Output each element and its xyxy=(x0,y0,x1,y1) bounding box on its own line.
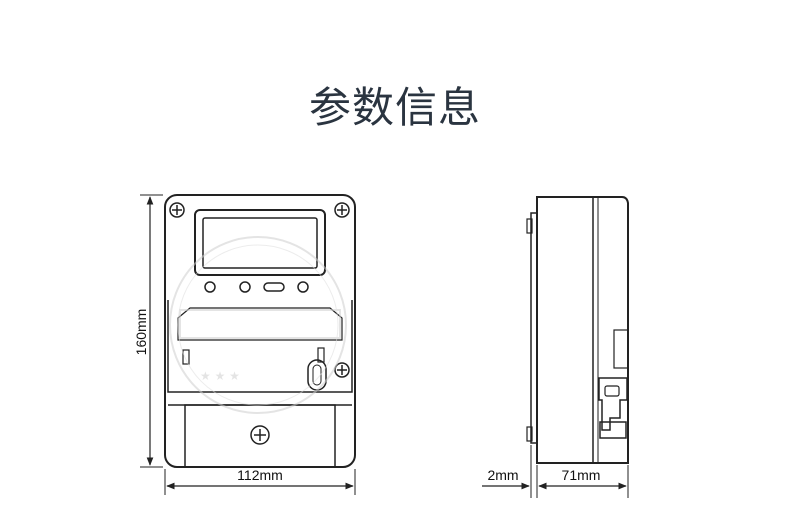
side-body-outline xyxy=(536,196,629,464)
indicator-light-icon xyxy=(297,281,309,293)
seal-tab-left xyxy=(182,349,190,365)
seal-slot xyxy=(177,307,343,341)
dim-depth-label: 71mm xyxy=(562,467,601,483)
indicator-light-icon xyxy=(204,281,216,293)
side-terminal xyxy=(599,421,627,439)
side-step xyxy=(613,329,629,369)
svg-text:★ ★ ★: ★ ★ ★ xyxy=(200,369,240,383)
dimension-offset: 2mm xyxy=(482,445,538,498)
indicator-light-icon xyxy=(239,281,251,293)
side-clip xyxy=(526,426,533,442)
side-hook-notch xyxy=(604,385,620,397)
dimension-width: 112mm xyxy=(164,467,356,495)
dim-width-label: 112mm xyxy=(237,467,283,483)
front-view: ★ ★ ★ xyxy=(164,194,356,468)
seal-screw-icon xyxy=(334,362,350,378)
lcd-screen xyxy=(202,217,318,269)
seal-tab-right xyxy=(317,347,325,363)
side-hook xyxy=(598,377,628,431)
side-clip xyxy=(526,218,533,234)
page-title: 参数信息 xyxy=(308,83,481,132)
dimension-height: 160mm xyxy=(133,194,163,468)
pulse-led-icon xyxy=(263,282,285,292)
corner-screw-left-icon xyxy=(169,202,185,218)
watermark-seal: ★ ★ ★ xyxy=(169,236,347,414)
lcd-frame xyxy=(194,209,326,276)
dimension-depth: 71mm xyxy=(538,465,629,498)
corner-screw-right-icon xyxy=(334,202,350,218)
dim-height-label: 160mm xyxy=(133,309,149,356)
upper-cover xyxy=(167,300,353,393)
terminal-screw-icon xyxy=(250,425,270,445)
side-view xyxy=(526,196,629,464)
dim-offset-label: 2mm xyxy=(487,467,518,483)
